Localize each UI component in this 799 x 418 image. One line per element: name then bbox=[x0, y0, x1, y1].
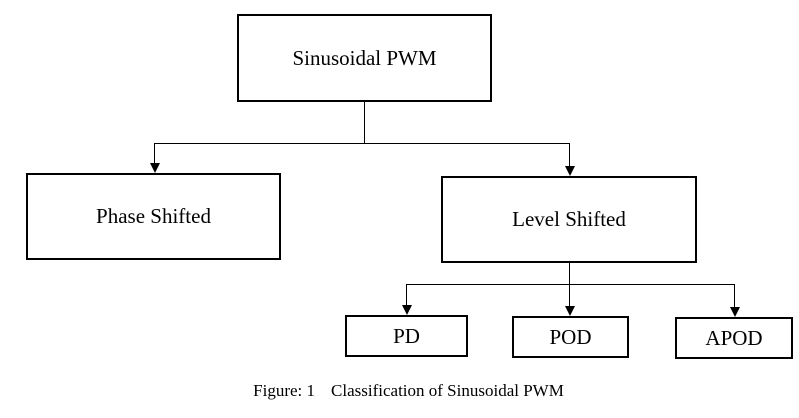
connector-level-stem bbox=[569, 262, 570, 285]
node-apod: APOD bbox=[675, 317, 793, 359]
node-pd-label: PD bbox=[393, 323, 420, 348]
connector-level-rail bbox=[406, 284, 735, 285]
node-phase-shifted-label: Phase Shifted bbox=[96, 204, 211, 228]
node-sinusoidal-pwm: Sinusoidal PWM bbox=[237, 14, 492, 102]
connector-root-rail bbox=[154, 143, 570, 144]
arrow-down-icon-phase bbox=[150, 163, 160, 173]
connector-drop-pd bbox=[406, 284, 407, 306]
connector-drop-level bbox=[569, 143, 570, 167]
arrow-down-icon-pd bbox=[402, 305, 412, 315]
node-pd: PD bbox=[345, 315, 468, 357]
figure-caption-title: Classification of Sinusoidal PWM bbox=[331, 381, 564, 400]
connector-root-stem bbox=[364, 101, 365, 144]
connector-drop-phase bbox=[154, 143, 155, 164]
connector-drop-apod bbox=[734, 284, 735, 308]
node-pod: POD bbox=[512, 316, 629, 358]
node-apod-label: APOD bbox=[705, 325, 763, 350]
node-sinusoidal-pwm-label: Sinusoidal PWM bbox=[292, 45, 437, 70]
arrow-down-icon-level bbox=[565, 166, 575, 176]
node-level-shifted-label: Level Shifted bbox=[512, 207, 626, 231]
connector-drop-pod bbox=[569, 284, 570, 306]
figure-caption: Figure: 1 Classification of Sinusoidal PW… bbox=[0, 381, 799, 401]
figure-caption-label: Figure: 1 bbox=[253, 381, 316, 400]
arrow-down-icon-apod bbox=[730, 307, 740, 317]
node-level-shifted: Level Shifted bbox=[441, 176, 697, 263]
node-phase-shifted: Phase Shifted bbox=[26, 173, 281, 260]
arrow-down-icon-pod bbox=[565, 306, 575, 316]
node-pod-label: POD bbox=[549, 324, 592, 349]
